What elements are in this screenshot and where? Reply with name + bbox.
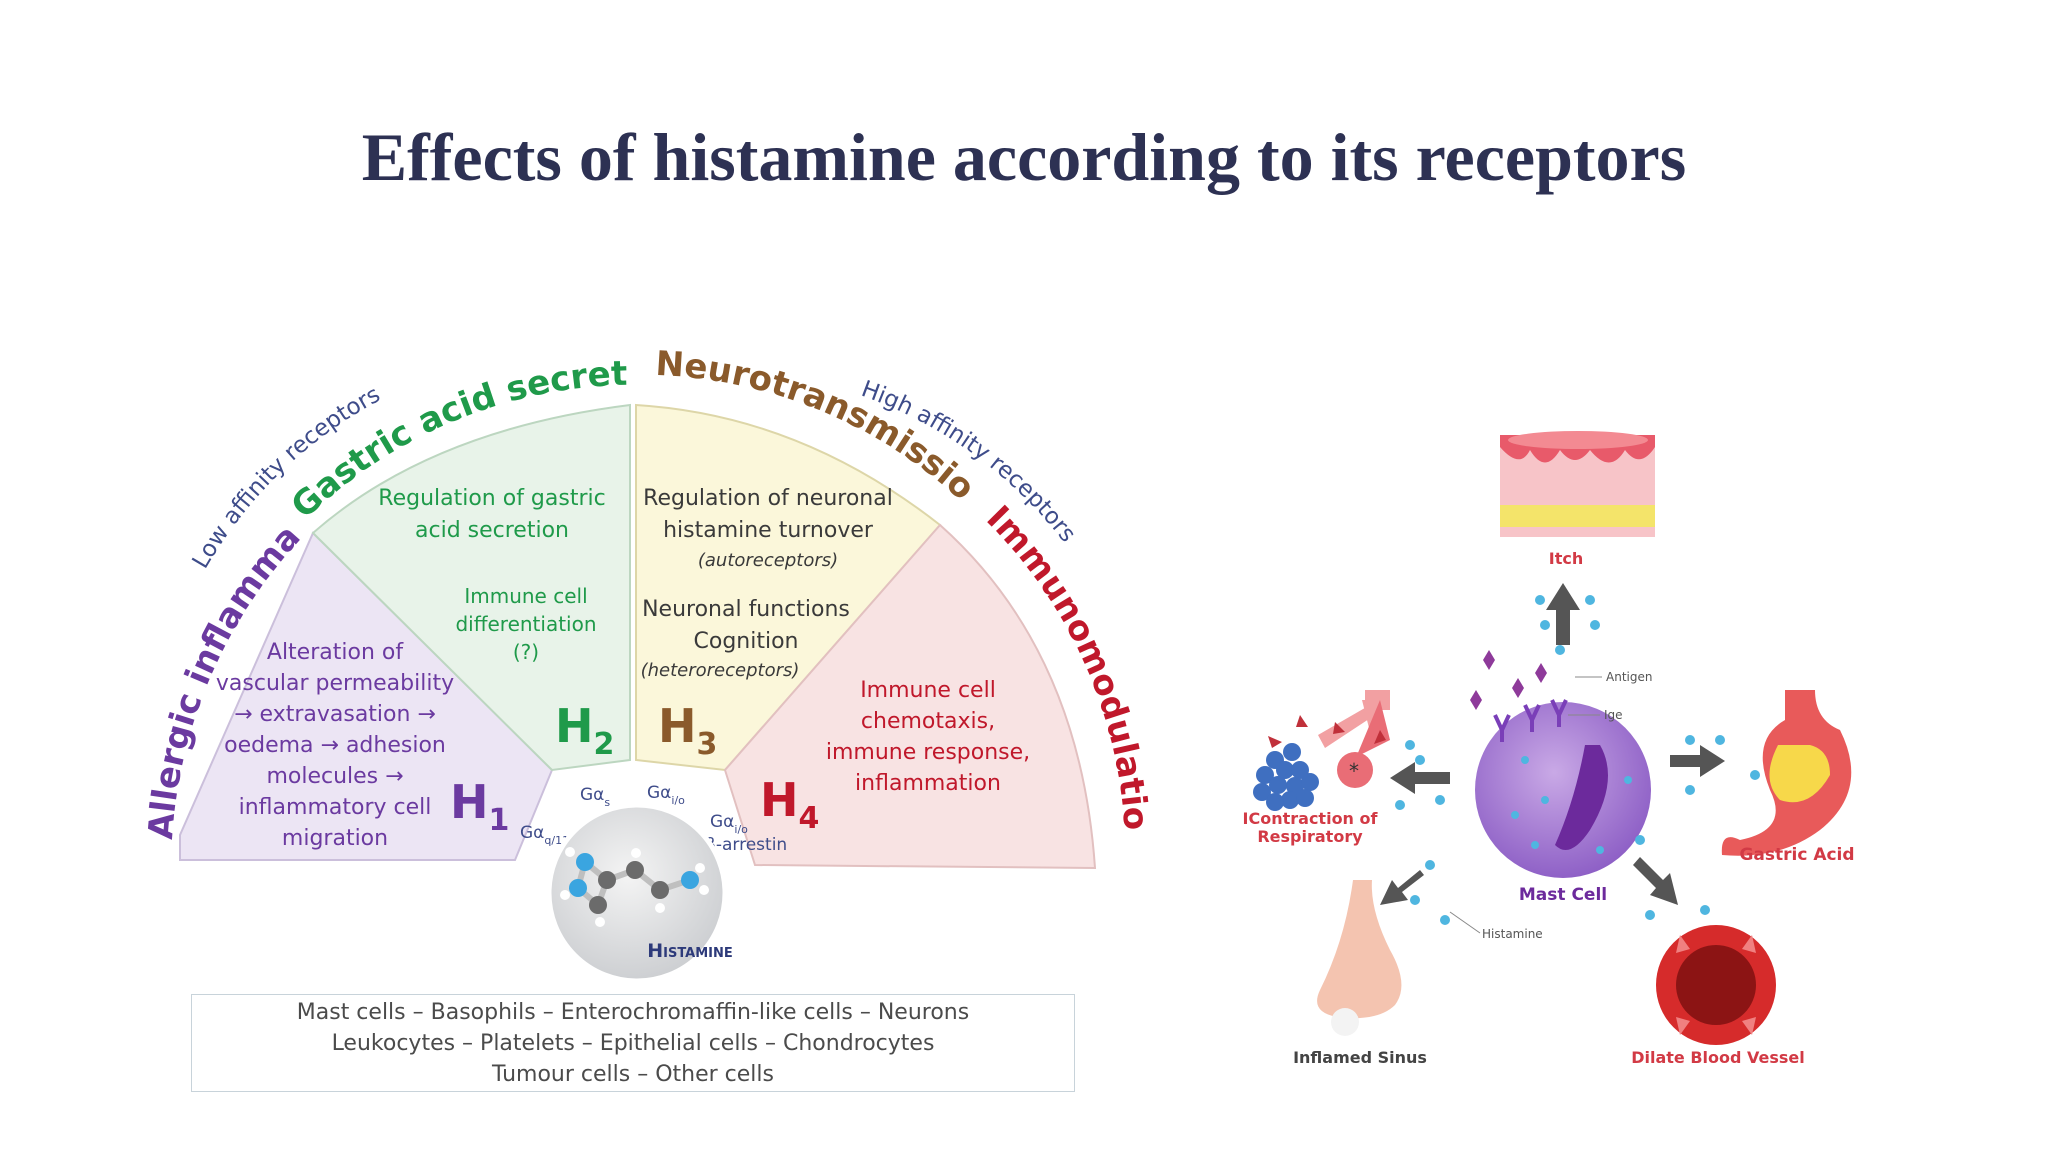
svg-text:Immune cell: Immune cell <box>860 678 996 703</box>
cell-types-box: Mast cells – Basophils – Enterochromaffi… <box>191 994 1075 1092</box>
h1-label: H1 <box>450 775 509 838</box>
svg-text:(heteroreceptors): (heteroreceptors) <box>641 660 800 681</box>
svg-text:inflammatory cell: inflammatory cell <box>239 795 432 820</box>
histamine-molecule: Histamine <box>546 802 733 984</box>
itch-label: Itch <box>1549 549 1583 568</box>
svg-text:Neuronal functions: Neuronal functions <box>642 597 850 622</box>
effect-arrows <box>1380 583 1725 905</box>
svg-text:molecules →: molecules → <box>266 764 403 789</box>
svg-text:Regulation of gastric: Regulation of gastric <box>378 486 605 511</box>
cell-types-line-1: Mast cells – Basophils – Enterochromaffi… <box>296 1000 970 1025</box>
h2-description: Regulation of gastric acid secretion <box>378 486 605 543</box>
svg-text:(autoreceptors): (autoreceptors) <box>698 550 838 571</box>
gastric-label: Gastric Acid <box>1739 845 1854 865</box>
mast-cell <box>1470 650 1651 878</box>
svg-text:Alteration of: Alteration of <box>267 640 404 665</box>
svg-text:*: * <box>1349 759 1359 783</box>
stomach-icon <box>1721 690 1852 856</box>
svg-text:Regulation of neuronal: Regulation of neuronal <box>643 486 893 511</box>
histamine-dots <box>1395 595 1760 925</box>
mast-cell-annotations: Antigen Ige Histamine <box>1449 670 1652 941</box>
h4-description: Immune cell chemotaxis, immune response,… <box>826 678 1030 796</box>
g-protein-labels: Gαq/11 Gαs Gαi/o Gαi/o β-arrestin <box>520 783 787 855</box>
h1-description: Alteration of vascular permeability → ex… <box>216 640 454 851</box>
h4-label: H4 <box>760 773 819 836</box>
svg-text:Gαi/o: Gαi/o <box>710 812 748 836</box>
svg-text:vascular permeability: vascular permeability <box>216 671 454 696</box>
svg-text:→ extravasation →: → extravasation → <box>234 702 436 727</box>
h3-description: Regulation of neuronal histamine turnove… <box>641 486 893 681</box>
svg-text:IContraction of: IContraction of <box>1243 809 1379 828</box>
sinus-label: Inflamed Sinus <box>1293 1048 1427 1067</box>
vessel-label: Dilate Blood Vessel <box>1631 1048 1805 1067</box>
slide-title: Effects of histamine according to its re… <box>361 119 1687 195</box>
mast-cell-label: Mast Cell <box>1519 885 1607 905</box>
svg-text:oedema → adhesion: oedema → adhesion <box>224 733 446 758</box>
h3-heading: Neurotransmission <box>0 0 982 508</box>
svg-text:histamine turnover: histamine turnover <box>663 518 874 543</box>
svg-text:β-arrestin: β-arrestin <box>705 835 787 855</box>
cell-types-line-3: Tumour cells – Other cells <box>492 1062 774 1087</box>
h3-label: H3 <box>658 699 717 762</box>
h2-extra: Immune cell differentiation (?) <box>455 584 596 664</box>
svg-text:(?): (?) <box>513 640 539 664</box>
svg-text:inflammation: inflammation <box>855 771 1001 796</box>
lung-icon: * <box>1253 690 1390 811</box>
svg-text:Antigen: Antigen <box>1606 670 1652 684</box>
svg-text:differentiation: differentiation <box>455 612 596 636</box>
blood-vessel-icon <box>1656 925 1776 1045</box>
svg-text:migration: migration <box>282 826 388 851</box>
svg-text:Respiratory: Respiratory <box>1257 827 1363 846</box>
h2-label: H2 <box>555 699 614 762</box>
respiratory-label: IContraction of Respiratory <box>1243 809 1379 846</box>
sector-h4 <box>723 523 1097 870</box>
svg-text:Histamine: Histamine <box>1482 927 1543 941</box>
svg-text:Cognition: Cognition <box>694 629 799 654</box>
svg-text:Ige: Ige <box>1604 708 1623 722</box>
svg-text:Gαi/o: Gαi/o <box>647 783 685 807</box>
sector-h2 <box>311 403 631 772</box>
svg-text:chemotaxis,: chemotaxis, <box>861 709 995 734</box>
histamine-label: Histamine <box>647 940 733 962</box>
svg-text:acid secretion: acid secretion <box>415 518 569 543</box>
svg-text:Gαs: Gαs <box>580 785 610 809</box>
svg-text:immune response,: immune response, <box>826 740 1030 765</box>
skin-icon <box>1500 431 1655 537</box>
cell-types-line-2: Leukocytes – Platelets – Epithelial cell… <box>331 1031 935 1056</box>
svg-text:Immune cell: Immune cell <box>464 584 587 608</box>
nose-icon <box>1317 880 1402 1036</box>
